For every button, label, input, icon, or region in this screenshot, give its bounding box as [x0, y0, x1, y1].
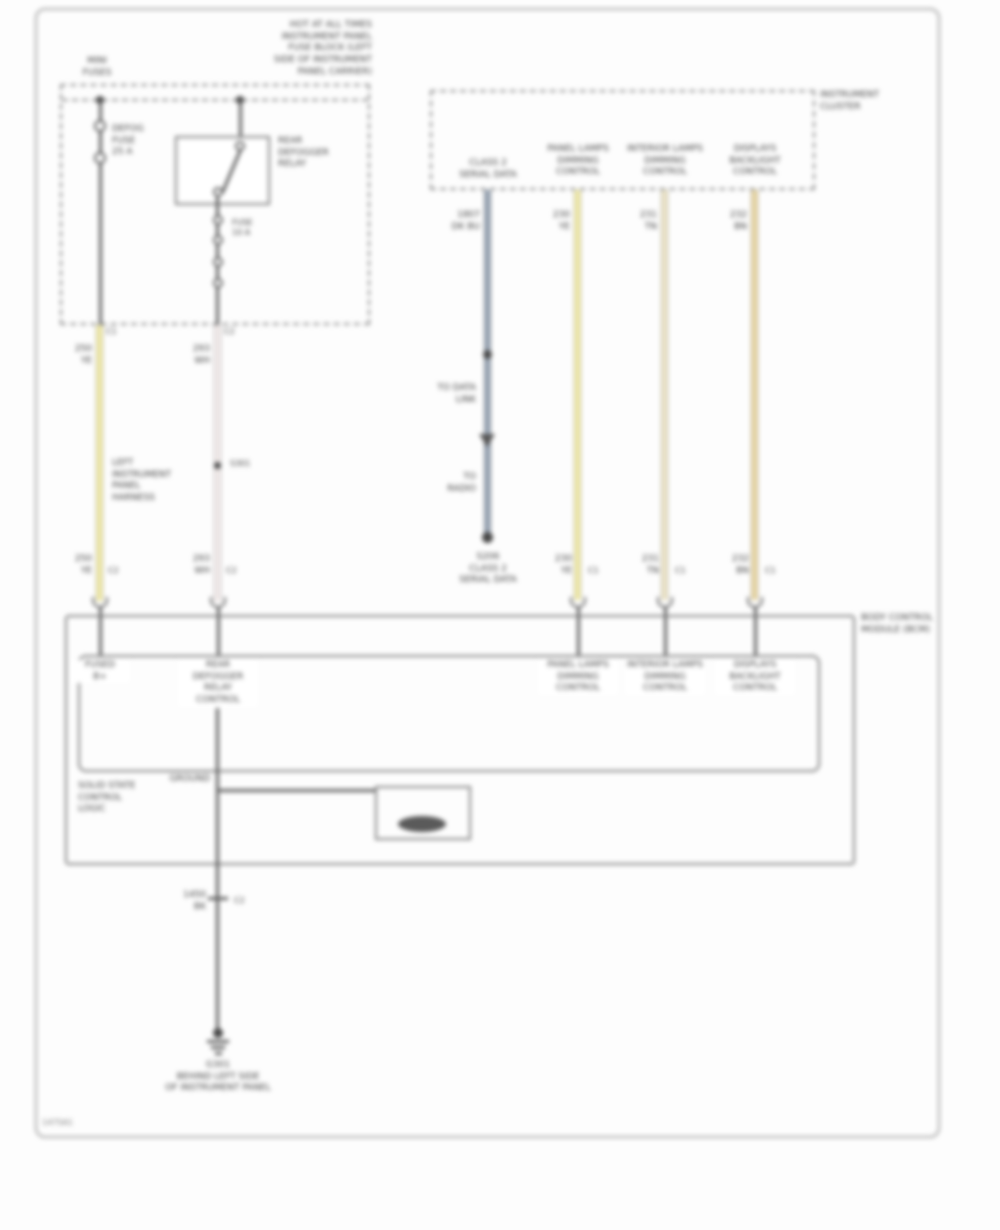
fuse-symbol	[94, 120, 106, 132]
splice-dot	[483, 350, 492, 359]
bcm-pin-label: REAR DEFOGGER RELAY CONTROL	[178, 660, 258, 707]
splice-terminal-dot	[482, 532, 493, 543]
cluster-pin-label: PANEL LAMPS DIMMING CONTROL	[547, 144, 609, 178]
relay-terminal	[213, 187, 223, 197]
fuse-leg-line	[99, 100, 102, 325]
logic-oval	[398, 816, 446, 832]
wire-code-label: 232 BN	[729, 210, 747, 232]
ground-location-label: G301 BEHIND LEFT SIDE OF INSTRUMENT PANE…	[165, 1060, 271, 1094]
connector-id: C2	[108, 566, 119, 575]
relay-box	[175, 136, 270, 205]
relay-feed-line	[239, 100, 242, 136]
bcm-ground-pin-label: GROUND	[169, 774, 210, 784]
connector-id: C2	[234, 896, 245, 905]
bcm-pin-label: PANEL LAMPS DIMMING CONTROL	[538, 660, 618, 696]
wire-serial-data	[484, 190, 491, 540]
branch-label: TO DATA LINK	[437, 383, 476, 405]
wire-code-label: 250 YE	[74, 344, 92, 366]
bcm-pin-label: FUSED B+	[70, 660, 130, 684]
wire-code-label: 230 YE	[554, 554, 572, 576]
ground-dot	[213, 1028, 223, 1038]
connector-id: C2	[224, 327, 235, 336]
wire-displays-backlight	[751, 190, 758, 600]
bcm-pin-label: INTERIOR LAMPS DIMMING CONTROL	[625, 660, 705, 696]
pin-stub-line	[99, 608, 102, 655]
fuse-symbol	[94, 152, 106, 164]
pin-stub-line	[577, 608, 580, 655]
wire-code-label: 250 YE	[74, 554, 92, 576]
pin-stub-line	[664, 608, 667, 655]
bcm-box	[65, 615, 855, 865]
inline-connector-tick	[208, 897, 228, 900]
logic-connect-line	[219, 789, 376, 792]
connector-symbol	[210, 597, 226, 608]
branch-label: TO RADIO	[447, 472, 476, 494]
ground-symbol	[215, 1052, 222, 1055]
power-source-note: HOT AT ALL TIMES INSTRUMENT PANEL FUSE B…	[273, 20, 372, 77]
page-border	[35, 8, 940, 1138]
fuse-symbol	[213, 235, 223, 245]
connector-id: C2	[226, 566, 237, 575]
fuse-symbol	[213, 278, 223, 288]
bcm-name: BODY CONTROL MODULE (BCM)	[861, 613, 933, 635]
logic-label: SOLID STATE CONTROL LOGIC	[78, 781, 136, 815]
connector-id: C1	[588, 566, 599, 575]
connector-id: C1	[675, 566, 686, 575]
cluster-name: INSTRUMENT CLUSTER	[820, 90, 880, 112]
mini-fuses-label: MINI FUSES	[82, 56, 112, 78]
fuse-symbol	[213, 257, 223, 267]
wire-code-label: 293 WH	[192, 344, 210, 366]
bcm-pin-label: DISPLAYS BACKLIGHT CONTROL	[715, 660, 795, 696]
pin-stub-line	[217, 608, 220, 655]
fuse-block-box	[60, 84, 370, 325]
wire-code-label: 230 YE	[552, 210, 570, 232]
connector-symbol	[92, 597, 108, 608]
power-bus-line	[62, 99, 368, 101]
connector-id: C1	[106, 327, 117, 336]
wire-code-label: 232 BN	[731, 554, 749, 576]
cluster-box	[430, 90, 815, 190]
pin-stub-line	[754, 608, 757, 655]
page-code: 1475A1	[42, 1118, 73, 1127]
wire-code-label: 293 WH	[192, 554, 210, 576]
connector-symbol	[747, 597, 763, 608]
relay-label: REAR DEFOGGER RELAY	[278, 136, 329, 170]
wire-interior-dimming	[661, 190, 668, 600]
splice-id: S301	[230, 459, 251, 468]
wire-code-label: 231 TN	[641, 554, 659, 576]
ground-symbol	[211, 1046, 225, 1049]
wire-code-label: 231 TN	[639, 210, 657, 232]
fuse-symbol	[213, 215, 223, 225]
cluster-pin-label: DISPLAYS BACKLIGHT CONTROL	[729, 144, 781, 178]
splice-label: S206 CLASS 2 SERIAL DATA	[459, 552, 517, 586]
off-page-arrow-icon	[479, 434, 495, 447]
wire-code-label: 1807 DK BU	[451, 210, 480, 232]
harness-label: LEFT INSTRUMENT PANEL HARNESS	[112, 458, 172, 504]
fuse1-label: DEFOG FUSE 25 A	[112, 124, 144, 158]
cluster-pin-label: INTERIOR LAMPS DIMMING CONTROL	[627, 144, 703, 178]
connector-id: C1	[765, 566, 776, 575]
connector-symbol	[570, 597, 586, 608]
ground-path-line	[216, 708, 219, 1037]
ground-symbol	[207, 1040, 229, 1043]
wire-code-label: 1450 BK	[183, 890, 206, 912]
wire-yellow	[96, 325, 103, 601]
logic-box	[375, 786, 471, 840]
connector-symbol	[657, 597, 673, 608]
fuse2-label: FUSE 10 A	[232, 218, 253, 238]
bcm-inner-box	[78, 655, 820, 772]
splice-dot	[214, 462, 221, 469]
wire-panel-dimming	[574, 190, 581, 600]
cluster-pin-label: CLASS 2 SERIAL DATA	[459, 158, 517, 180]
